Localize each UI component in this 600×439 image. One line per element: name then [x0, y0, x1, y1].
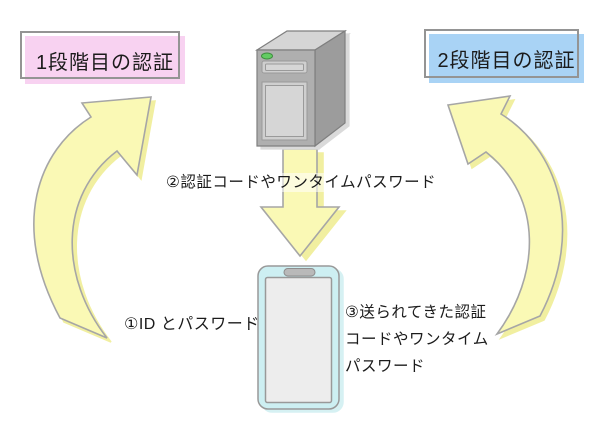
smartphone-icon	[257, 265, 340, 410]
step3-annotation: ③送られてきた認証 コードやワンタイム パスワード	[345, 299, 489, 380]
stage2-label-box: 2段階目の認証	[424, 29, 584, 83]
step3-line1: ③送られてきた認証	[345, 304, 487, 321]
server-tower-icon	[254, 29, 348, 148]
step3-line3: パスワード	[345, 358, 426, 375]
stage2-box-fill	[429, 34, 584, 83]
stage2-label: 2段階目の認証	[437, 50, 576, 72]
block-arrow-down-icon	[259, 148, 341, 258]
phone-speaker	[283, 268, 316, 277]
stage1-label: 1段階目の認証	[35, 51, 175, 74]
server-drive-bay-inner	[265, 63, 304, 71]
step2-annotation-text: ②認証コードやワンタイムパスワード	[164, 173, 439, 192]
step1-annotation: ①ID とパスワード	[124, 316, 260, 333]
server-front-panel-inner	[265, 85, 304, 137]
server-power-led	[261, 52, 273, 60]
curved-arrow-up-left-icon	[446, 94, 564, 336]
step3-line2: コードやワンタイム	[345, 331, 489, 348]
step2-annotation: ②認証コードやワンタイムパスワード	[164, 170, 439, 192]
stage2-box-outline	[424, 29, 579, 78]
stage1-label-box: 1段階目の認証	[20, 31, 185, 84]
stage1-box-fill	[25, 36, 185, 84]
phone-screen	[264, 276, 333, 404]
curved-arrow-up-right-icon	[33, 96, 152, 339]
stage1-box-outline	[20, 31, 180, 79]
server-side-face	[314, 29, 346, 148]
